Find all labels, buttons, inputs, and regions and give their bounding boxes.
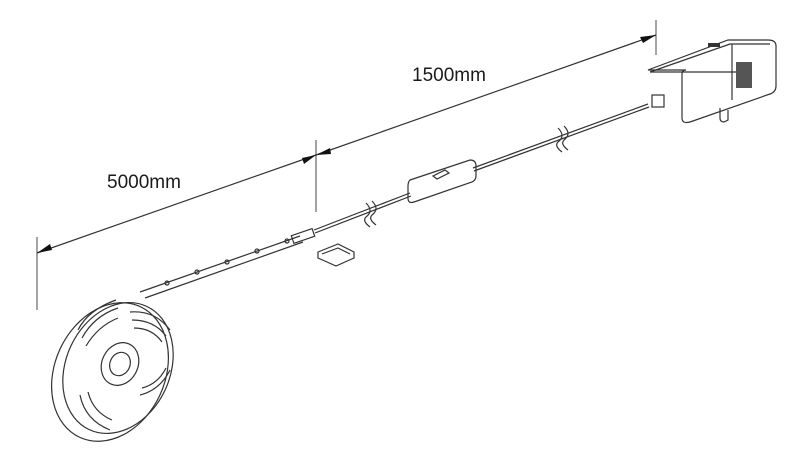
dimension-5000mm (36, 140, 317, 310)
connector-icon (290, 227, 316, 245)
inline-switch-icon (407, 159, 477, 204)
mounting-clip-icon (317, 243, 355, 267)
dimension-label-1500mm: 1500mm (412, 65, 486, 86)
cable-icon (313, 103, 650, 234)
dimension-label-5000mm: 5000mm (107, 172, 181, 193)
reel-icon (50, 299, 174, 442)
power-adapter-icon (647, 39, 777, 124)
led-strip-icon (139, 235, 304, 299)
dimension-1500mm (315, 20, 657, 156)
